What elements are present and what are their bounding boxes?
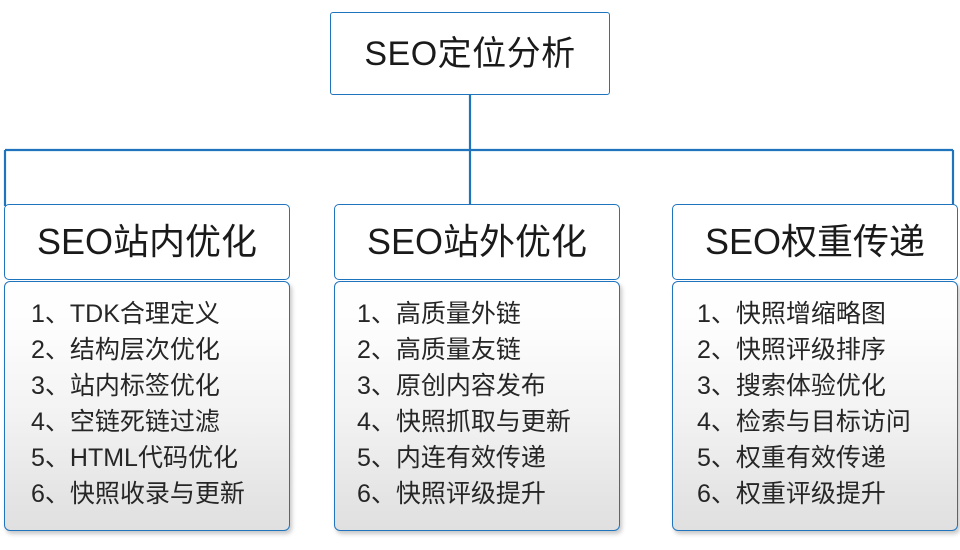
root-node-label: SEO定位分析: [364, 34, 576, 73]
branch-header-2[interactable]: SEO站外优化: [334, 204, 620, 280]
list-item: 3、原创内容发布: [357, 372, 546, 400]
list-item: 2、高质量友链: [357, 336, 521, 364]
list-item: 6、快照评级提升: [357, 480, 546, 508]
branch-column-1: SEO站内优化 1、TDK合理定义 2、结构层次优化 3、站内标签优化 4、空链…: [4, 204, 290, 531]
branch-header-1[interactable]: SEO站内优化: [4, 204, 290, 280]
list-item: 1、快照增缩略图: [697, 300, 886, 328]
list-item: 5、权重有效传递: [697, 444, 886, 472]
list-item: 4、检索与目标访问: [697, 408, 911, 436]
branch-header-label-2: SEO站外优化: [366, 221, 588, 262]
branch-body-2: 1、高质量外链 2、高质量友链 3、原创内容发布 4、快照抓取与更新 5、内连有…: [334, 281, 620, 531]
list-item: 6、快照收录与更新: [31, 480, 245, 508]
branch-body-1: 1、TDK合理定义 2、结构层次优化 3、站内标签优化 4、空链死链过滤 5、H…: [4, 281, 290, 531]
list-item: 5、HTML代码优化: [31, 444, 238, 472]
branch-header-3[interactable]: SEO权重传递: [672, 204, 958, 280]
list-item: 6、权重评级提升: [697, 480, 886, 508]
branch-item-list-1: 1、TDK合理定义 2、结构层次优化 3、站内标签优化 4、空链死链过滤 5、H…: [5, 296, 289, 512]
list-item: 3、搜索体验优化: [697, 372, 886, 400]
list-item: 2、快照评级排序: [697, 336, 886, 364]
list-item: 3、站内标签优化: [31, 372, 220, 400]
list-item: 1、高质量外链: [357, 300, 521, 328]
branch-header-label-1: SEO站内优化: [36, 221, 258, 262]
branch-header-label-3: SEO权重传递: [704, 221, 926, 262]
list-item: 4、快照抓取与更新: [357, 408, 571, 436]
list-item: 1、TDK合理定义: [31, 300, 220, 328]
branch-body-3: 1、快照增缩略图 2、快照评级排序 3、搜索体验优化 4、检索与目标访问 5、权…: [672, 281, 958, 531]
branch-item-list-2: 1、高质量外链 2、高质量友链 3、原创内容发布 4、快照抓取与更新 5、内连有…: [335, 296, 619, 512]
branch-item-list-3: 1、快照增缩略图 2、快照评级排序 3、搜索体验优化 4、检索与目标访问 5、权…: [673, 296, 957, 512]
root-node[interactable]: SEO定位分析: [330, 12, 610, 95]
list-item: 5、内连有效传递: [357, 444, 546, 472]
list-item: 2、结构层次优化: [31, 336, 220, 364]
branch-column-2: SEO站外优化 1、高质量外链 2、高质量友链 3、原创内容发布 4、快照抓取与…: [334, 204, 620, 531]
list-item: 4、空链死链过滤: [31, 408, 220, 436]
branch-column-3: SEO权重传递 1、快照增缩略图 2、快照评级排序 3、搜索体验优化 4、检索与…: [672, 204, 958, 531]
